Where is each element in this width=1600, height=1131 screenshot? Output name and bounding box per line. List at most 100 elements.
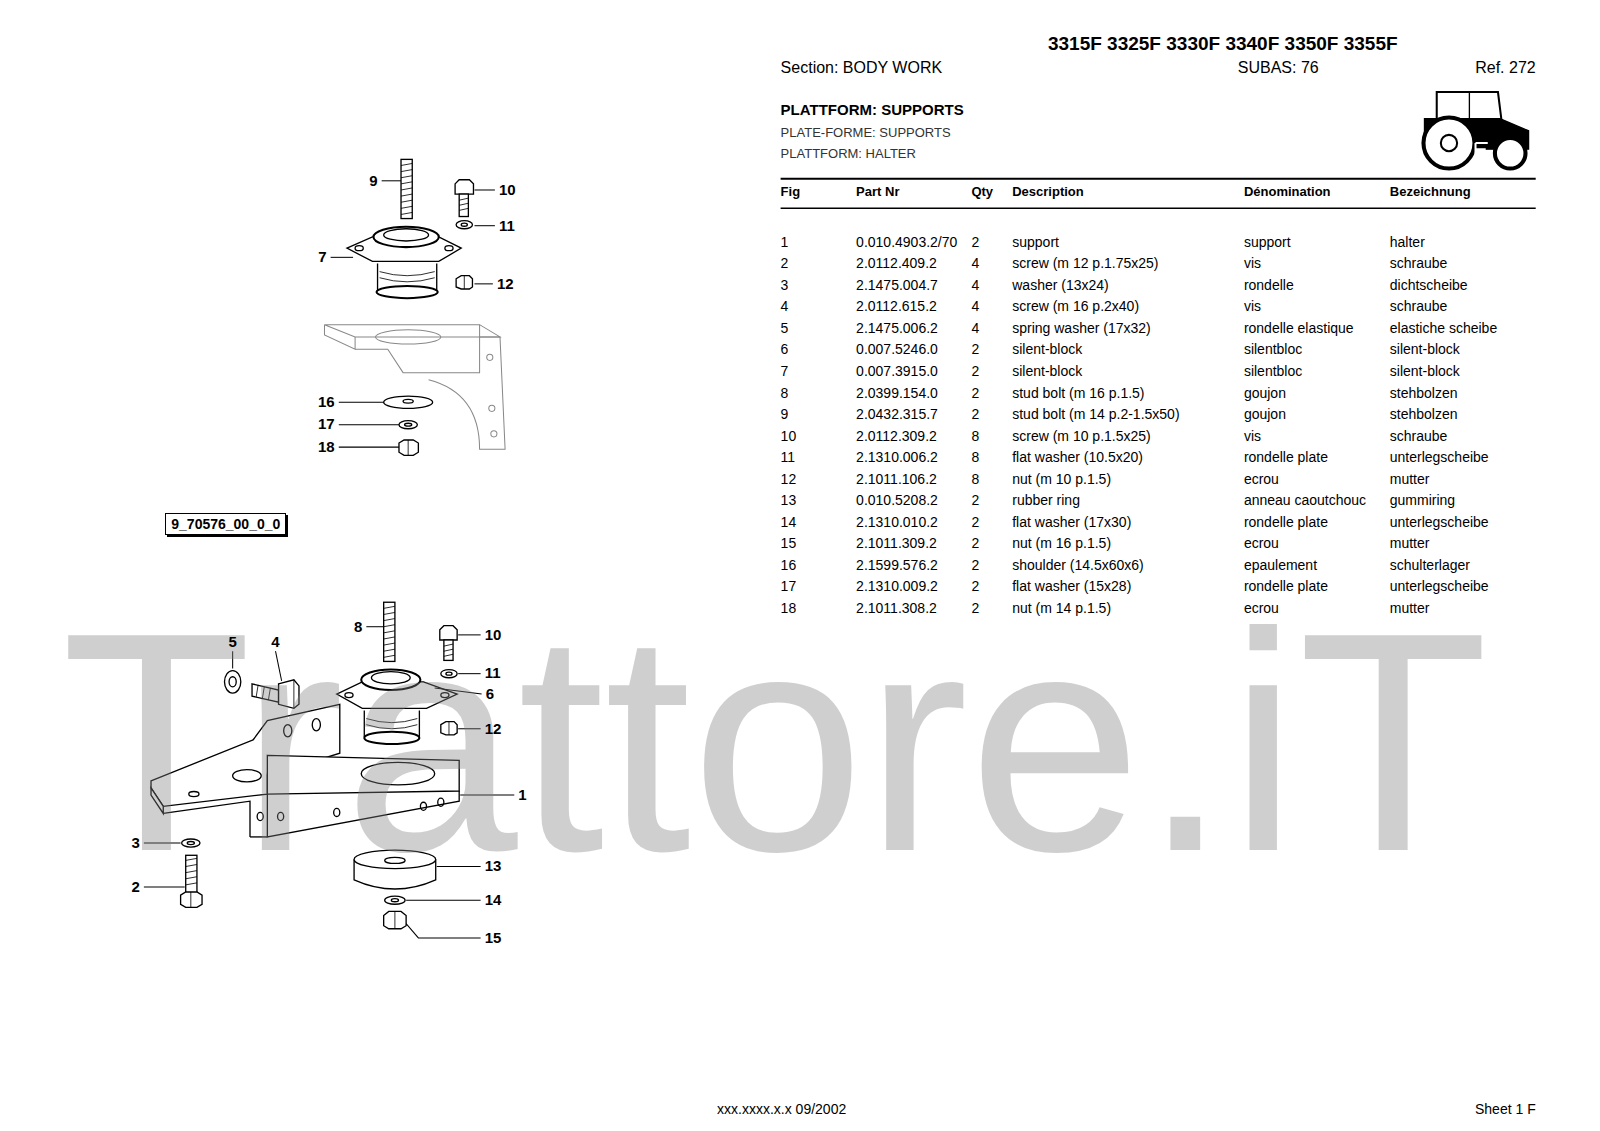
callout-number: 12 <box>497 275 514 292</box>
subtitle: PLATE-FORME: SUPPORTS <box>781 125 951 140</box>
table-cell: 2.0112.309.2 <box>856 428 937 444</box>
table-cell: screw (m 12 p.1.75x25) <box>1012 255 1158 271</box>
callout-number: 9 <box>369 172 377 189</box>
table-cell: 2.1011.308.2 <box>856 600 937 616</box>
table-cell: 2.1475.004.7 <box>856 277 938 293</box>
table-cell: 2 <box>971 557 979 573</box>
callout-number: 2 <box>131 878 139 895</box>
callout-number: 18 <box>318 438 335 455</box>
table-cell: 2.1310.006.2 <box>856 449 938 465</box>
footer-text: xxx.xxxx.x.x 09/2002 <box>717 1101 846 1117</box>
table-cell: vis <box>1244 298 1261 314</box>
table-cell: 2.1475.006.2 <box>856 320 938 336</box>
table-rule <box>781 178 1536 180</box>
table-cell: 18 <box>781 600 797 616</box>
callout-number: 16 <box>318 393 335 410</box>
table-cell: 0.007.5246.0 <box>856 341 938 357</box>
tractor-icon <box>1423 92 1528 169</box>
table-cell: 2.1011.106.2 <box>856 471 937 487</box>
table-cell: vis <box>1244 428 1261 444</box>
table-cell: flat washer (15x28) <box>1012 578 1131 594</box>
table-cell: mutter <box>1390 535 1430 551</box>
table-cell: stehbolzen <box>1390 385 1458 401</box>
table-header: Fig <box>781 184 801 199</box>
table-cell: 0.007.3915.0 <box>856 363 938 379</box>
table-cell: nut (m 16 p.1.5) <box>1012 535 1111 551</box>
table-cell: spring washer (17x32) <box>1012 320 1151 336</box>
table-cell: ecrou <box>1244 535 1279 551</box>
table-cell: dichtscheibe <box>1390 277 1468 293</box>
table-cell: gummiring <box>1390 492 1455 508</box>
callout-number: 3 <box>131 834 139 851</box>
table-cell: 15 <box>781 535 797 551</box>
table-cell: 11 <box>781 449 796 465</box>
table-cell: ecrou <box>1244 471 1279 487</box>
table-cell: 8 <box>971 449 979 465</box>
table-cell: 4 <box>971 255 979 271</box>
table-cell: elastiche scheibe <box>1390 320 1497 336</box>
table-cell: 4 <box>971 277 979 293</box>
table-cell: 0.010.4903.2/70 <box>856 234 957 250</box>
table-cell: 2.0112.615.2 <box>856 298 937 314</box>
table-cell: 2 <box>971 535 979 551</box>
table-cell: 2.1599.576.2 <box>856 557 938 573</box>
table-cell: nut (m 10 p.1.5) <box>1012 471 1111 487</box>
table-cell: 2 <box>971 514 979 530</box>
table-cell: flat washer (10.5x20) <box>1012 449 1143 465</box>
table-cell: 2.0112.409.2 <box>856 255 937 271</box>
table-cell: 2 <box>971 363 979 379</box>
table-cell: 2.1310.010.2 <box>856 514 938 530</box>
table-cell: 2.1310.009.2 <box>856 578 938 594</box>
callout-number: 5 <box>228 633 236 650</box>
table-cell: 2.0432.315.7 <box>856 406 938 422</box>
table-cell: flat washer (17x30) <box>1012 514 1131 530</box>
table-cell: 5 <box>781 320 789 336</box>
callout-number: 13 <box>485 858 502 875</box>
table-cell: 10 <box>781 428 797 444</box>
table-cell: nut (m 14 p.1.5) <box>1012 600 1111 616</box>
table-cell: 16 <box>781 557 797 573</box>
table-cell: washer (13x24) <box>1012 277 1109 293</box>
table-cell: 6 <box>781 341 789 357</box>
table-cell: unterlegscheibe <box>1390 449 1489 465</box>
table-cell: stud bolt (m 16 p.1.5) <box>1012 385 1144 401</box>
callout-number: 14 <box>485 891 502 908</box>
table-cell: mutter <box>1390 600 1430 616</box>
table-cell: rondelle plate <box>1244 578 1328 594</box>
table-cell: 4 <box>971 320 979 336</box>
callout-number: 1 <box>518 786 526 803</box>
subtitle: PLATTFORM: HALTER <box>781 147 916 162</box>
callout-number: 15 <box>485 929 502 946</box>
table-cell: unterlegscheibe <box>1390 578 1489 594</box>
table-cell: ecrou <box>1244 600 1279 616</box>
table-cell: 12 <box>781 471 797 487</box>
callout-number: 4 <box>271 633 279 650</box>
table-cell: 8 <box>971 471 979 487</box>
table-cell: 2 <box>971 492 979 508</box>
table-cell: anneau caoutchouc <box>1244 492 1366 508</box>
table-header: Part Nr <box>856 184 899 199</box>
table-cell: epaulement <box>1244 557 1317 573</box>
top-assembly <box>324 159 505 455</box>
table-cell: 4 <box>781 298 789 314</box>
callout-number: 11 <box>499 217 515 234</box>
table-cell: 1 <box>781 234 789 250</box>
table-header: Bezeichnung <box>1390 184 1471 199</box>
table-cell: 2 <box>971 234 979 250</box>
table-cell: mutter <box>1390 471 1430 487</box>
reference-number: Ref. 272 <box>1475 59 1535 77</box>
table-cell: silent-block <box>1390 363 1460 379</box>
table-header: Description <box>1012 184 1084 199</box>
callout-number: 10 <box>485 626 502 643</box>
table-cell: silent-block <box>1012 341 1082 357</box>
table-cell: vis <box>1244 255 1261 271</box>
table-cell: shoulder (14.5x60x6) <box>1012 557 1144 573</box>
figure-code: 9_70576_00_0_0 <box>171 516 280 532</box>
figure-code-box: 9_70576_00_0_0 <box>165 513 286 535</box>
table-cell: 3 <box>781 277 789 293</box>
table-cell: screw (m 16 p.2x40) <box>1012 298 1139 314</box>
table-cell: 2.0399.154.0 <box>856 385 938 401</box>
table-cell: 2 <box>971 341 979 357</box>
